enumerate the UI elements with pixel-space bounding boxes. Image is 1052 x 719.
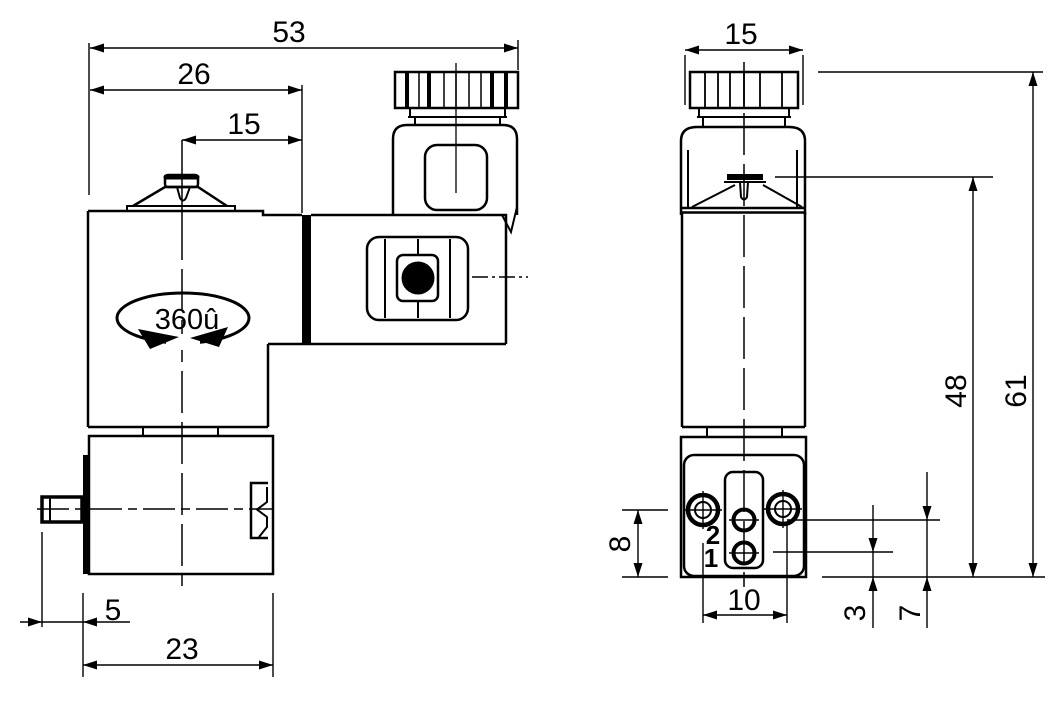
dim-48-label: 48 [940, 374, 973, 407]
dim-15-side: 15 [684, 18, 804, 105]
latch-tail [501, 206, 518, 235]
valve-body-front [37, 434, 275, 576]
dim-5-label: 5 [105, 594, 122, 627]
rotation-label: 360û [155, 304, 220, 336]
dim-7: 7 [894, 472, 932, 628]
dim-3-label: 3 [839, 605, 872, 622]
dim-8-label: 8 [604, 536, 637, 553]
mounting-screw-right [764, 490, 802, 528]
dim-26-label: 26 [177, 58, 210, 91]
dim-61: 61 [818, 71, 1043, 577]
port-2-label: 2 [706, 520, 720, 550]
rotation-arrow-right [190, 327, 228, 347]
dim-23: 23 [83, 593, 274, 677]
rotation-indicator: 360û [115, 291, 251, 350]
manual-override-front [126, 173, 236, 212]
rotation-arrow-left [138, 329, 179, 349]
side-view: 2 1 15 48 [604, 18, 1045, 628]
connector-housing-side [679, 125, 807, 215]
mounting-screw-left [684, 491, 722, 529]
mounting-tab [83, 455, 90, 574]
port-1-label: 1 [704, 543, 718, 573]
dim-3: 3 [839, 505, 878, 628]
dim-8: 8 [604, 509, 668, 578]
dim-10-label: 10 [727, 584, 760, 617]
dim-61-label: 61 [1000, 374, 1033, 407]
dim-5: 5 [20, 532, 130, 677]
indicator-dot [401, 261, 435, 295]
cable-gland-front [391, 63, 520, 235]
dim-15-side-label: 15 [724, 18, 757, 51]
side-clip [249, 481, 268, 540]
dim-23-label: 23 [165, 633, 198, 666]
manual-override-side [691, 174, 803, 208]
front-view: 360û [20, 16, 528, 677]
dim-53-label: 53 [272, 16, 305, 49]
dim-7-label: 7 [894, 605, 927, 622]
gasket-bar [302, 215, 311, 344]
dim-26: 26 [90, 58, 303, 213]
connector-block [311, 213, 528, 344]
dim-15-front: 15 [182, 108, 302, 145]
coil-emblem [365, 235, 470, 322]
coil-body-front [86, 209, 506, 436]
dim-48: 48 [775, 176, 993, 577]
dim-15-front-label: 15 [227, 108, 260, 141]
dim-53: 53 [88, 16, 519, 195]
dim-10: 10 [702, 523, 788, 623]
